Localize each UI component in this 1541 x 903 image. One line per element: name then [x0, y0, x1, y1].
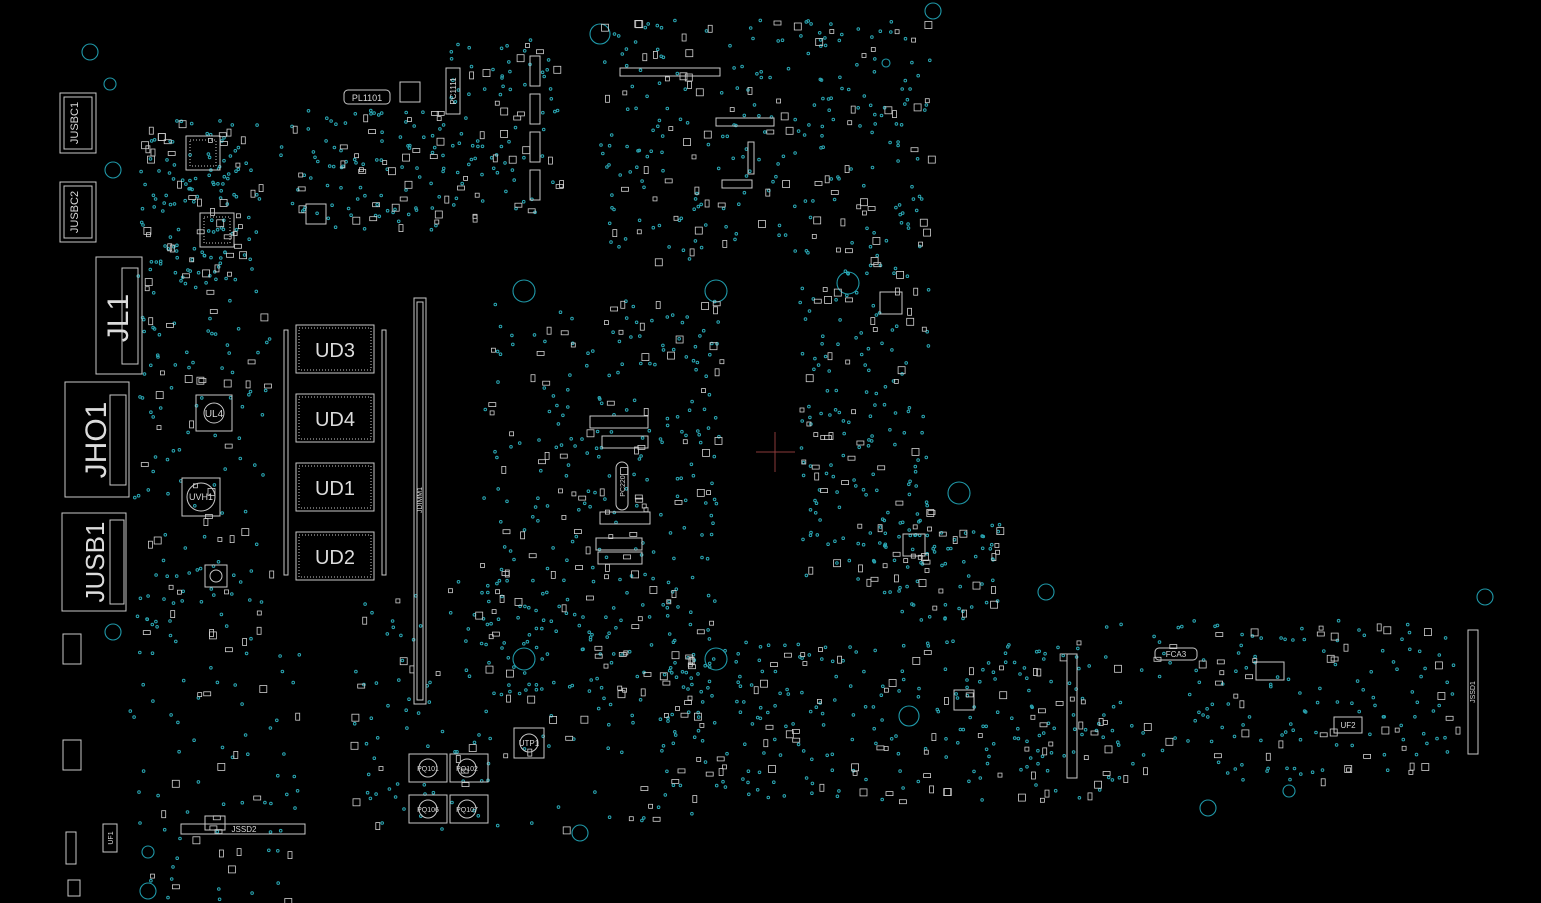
label-pq107: PQ107	[456, 807, 478, 814]
connector-jho1[interactable]: JHO1	[64, 381, 130, 498]
connector-jssd1[interactable]: JSSD1	[1467, 629, 1479, 755]
label-ud1: UD1	[315, 478, 355, 500]
memory-chip-ud2[interactable]: UD2	[295, 531, 375, 581]
bga-chip-top[interactable]	[185, 135, 221, 171]
label-pc1111: PC1111	[449, 77, 458, 105]
chip-uvh1[interactable]: UVH1	[181, 477, 221, 517]
memory-chip-ud4[interactable]: UD4	[295, 393, 375, 443]
mounting-holes	[81, 2, 1494, 900]
chip-utp1[interactable]: UTP1	[513, 727, 545, 759]
label-ud2: UD2	[315, 547, 355, 569]
misc-connectors	[305, 55, 1285, 779]
label-pq101: PQ101	[417, 766, 439, 773]
chip-ul4[interactable]: UL4	[195, 394, 233, 432]
label-pl1101: PL1101	[352, 93, 382, 103]
chip-small-left	[204, 564, 228, 588]
mosfet-pq101[interactable]: PQ101	[408, 753, 448, 783]
chip-uf1[interactable]: UF1	[102, 823, 118, 853]
label-ul4: UL4	[205, 409, 224, 420]
label-jho1: JHO1	[80, 402, 113, 479]
memory-side-pads	[283, 329, 387, 576]
memory-chip-ud3[interactable]: UD3	[295, 324, 375, 374]
connector-jl1[interactable]: JL1	[95, 256, 143, 375]
chip-uf2[interactable]: UF2	[1333, 716, 1363, 734]
label-uf1: UF1	[108, 831, 115, 844]
connector-jssd2[interactable]: JSSD2	[180, 815, 306, 835]
label-utp1: UTP1	[519, 739, 540, 748]
bga-chip-second[interactable]	[199, 212, 235, 248]
small-components	[140, 19, 1461, 903]
label-uvh1: UVH1	[189, 492, 213, 502]
mosfet-pq107[interactable]: PQ107	[449, 794, 489, 824]
mosfet-pq106[interactable]: PQ106	[408, 794, 448, 824]
label-jusbc2: JUSBC2	[69, 191, 81, 233]
via-field	[128, 18, 1456, 902]
label-jl1: JL1	[102, 294, 135, 342]
label-jusb1: JUSB1	[80, 522, 110, 603]
inductor-pl1101[interactable]: PL1101	[343, 89, 391, 105]
left-edge-switches	[62, 633, 82, 897]
label-jdimm1: JDIMM1	[417, 487, 424, 513]
connector-jdimm1[interactable]: JDIMM1	[413, 297, 427, 705]
connector-jusbc1[interactable]: JUSBC1	[59, 92, 97, 154]
capacitor-pc220[interactable]: PC220	[615, 461, 629, 511]
label-jusbc1: JUSBC1	[69, 102, 81, 144]
label-pc220: PC220	[620, 475, 627, 497]
capacitor-pc1111[interactable]: PC1111	[445, 67, 461, 115]
label-pq106: PQ106	[417, 807, 439, 814]
label-ud3: UD3	[315, 340, 355, 362]
memory-chip-ud1[interactable]: UD1	[295, 462, 375, 512]
label-ud4: UD4	[315, 409, 355, 431]
label-jssd1: JSSD1	[1470, 681, 1477, 703]
crosshair-cursor	[756, 432, 795, 472]
capacitor-fca3[interactable]: FCA3	[1154, 647, 1198, 661]
label-pq102: PQ102	[456, 766, 478, 773]
connector-jusb1[interactable]: JUSB1	[61, 512, 127, 612]
mosfet-pq102[interactable]: PQ102	[449, 753, 489, 783]
connector-jusbc2[interactable]: JUSBC2	[59, 181, 97, 243]
label-fca3: FCA3	[1166, 650, 1187, 659]
label-jssd2: JSSD2	[232, 825, 257, 834]
label-uf2: UF2	[1340, 721, 1356, 730]
